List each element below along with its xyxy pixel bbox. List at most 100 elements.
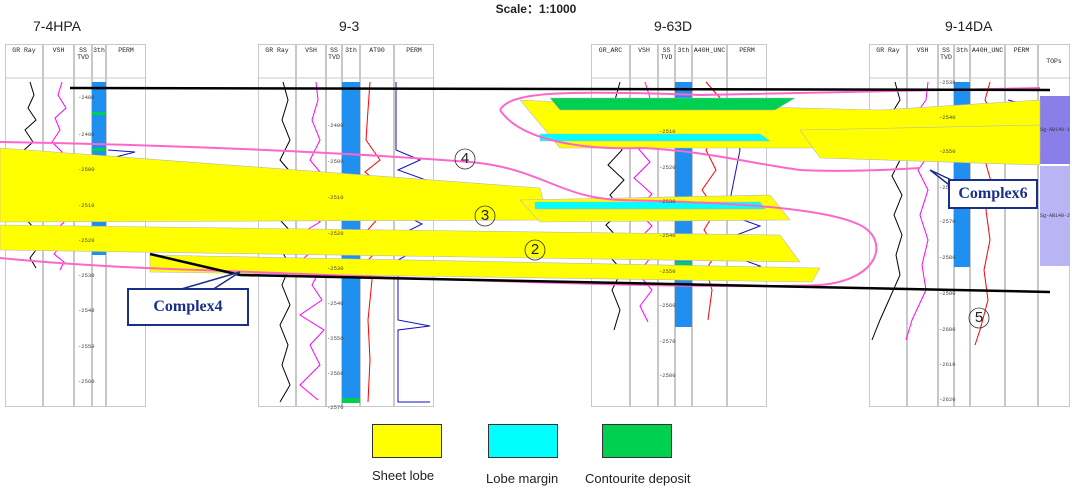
- well4-depth-6: -2590: [939, 290, 956, 297]
- well4-depth-7: -2600: [939, 326, 956, 333]
- well2-track-gr: [258, 44, 296, 407]
- well3-header-vsh: VSH: [638, 47, 650, 54]
- well1-header-gr: GR Ray: [12, 47, 36, 54]
- well1-header-tvd: SS TVD: [77, 47, 89, 61]
- well4-header-3th: 3th: [956, 47, 968, 54]
- well4-depth-9: -2620: [939, 396, 956, 403]
- circle-5: [968, 307, 990, 329]
- well-name-7-4hpa: 7-4HPA: [33, 18, 81, 34]
- well2-header-at90: AT90: [369, 47, 385, 54]
- well3-header-gr: GR_ARC: [598, 47, 623, 54]
- well1-header-perm: PERM: [118, 47, 134, 54]
- well1-depth-3: -2510: [78, 202, 95, 209]
- well2-perm-curve: [395, 82, 431, 403]
- well4-track-gr: [869, 44, 907, 407]
- well2-track-tvd: [326, 44, 342, 407]
- well1-depth-8: -2560: [78, 378, 95, 385]
- well3-header-a40h: A40H_UNC: [693, 47, 726, 54]
- legend-label-lobe-margin: Lobe margin: [486, 471, 559, 486]
- complex6-callout: Complex6: [948, 179, 1038, 209]
- contourite-1: [549, 97, 797, 111]
- well2-depth-5: -2540: [327, 300, 344, 307]
- legend-swatch-lobe-margin: [488, 424, 558, 458]
- well2-depth-4: -2530: [327, 265, 344, 272]
- well2-track-perm: [394, 44, 434, 407]
- well1-depth-5: -2530: [78, 272, 95, 279]
- well-name-9-14da: 9-14DA: [945, 18, 993, 34]
- well2-header-perm: PERM: [406, 47, 422, 54]
- well2-depth-2: -2510: [327, 194, 344, 201]
- well4-depth-4: -2570: [939, 218, 956, 225]
- well4-depth-3: -2560: [939, 184, 956, 191]
- legend-swatch-sheet-lobe: [372, 424, 442, 458]
- sheet-lobe-3: [149, 254, 821, 283]
- well2-header-tvd: SS TVD: [328, 47, 340, 61]
- well1-depth-2: -2500: [78, 166, 95, 173]
- lobe-margin-2: [534, 201, 766, 210]
- well2-depth-0: -2490: [327, 122, 344, 129]
- well1-track-perm: [106, 44, 146, 407]
- well1-track-tvd: [74, 44, 92, 407]
- tops-block-1: [1040, 96, 1070, 164]
- well3-depth-1: -2520: [659, 164, 676, 171]
- complex4-callout: Complex4: [127, 288, 249, 326]
- legend-label-sheet-lobe: Sheet lobe: [372, 468, 435, 483]
- scale-title: Scale：1:1000: [495, 2, 577, 16]
- well4-header-tvd: SS TVD: [940, 47, 952, 61]
- well4-depth-0: -2530: [939, 79, 956, 86]
- legend-swatch-contourite: [602, 424, 672, 458]
- circle-3: [474, 205, 496, 227]
- well2-depth-7: -2560: [327, 370, 344, 377]
- well1-depth-7: -2550: [78, 343, 95, 350]
- well1-header-vsh: VSH: [52, 47, 65, 54]
- lobe-margin-1: [539, 133, 771, 142]
- well2-header-3th: 3th: [345, 47, 357, 54]
- well2-depth-1: -2500: [327, 158, 344, 165]
- legend-label-contourite: Contourite deposit: [585, 471, 691, 486]
- sheet-lobe-2: [0, 224, 801, 263]
- well1-depth-6: -2540: [78, 307, 95, 314]
- sheet-lobe-5: [799, 124, 1041, 166]
- well3-header-perm: PERM: [739, 47, 755, 54]
- well4-depth-1: -2540: [939, 114, 956, 121]
- well4-header-gr: GR Ray: [876, 47, 900, 54]
- well-name-9-3: 9-3: [339, 18, 360, 34]
- well3-depth-2: -2530: [659, 198, 676, 205]
- well2-track-at90: [360, 44, 394, 407]
- well2-header-gr: GR Ray: [265, 47, 289, 54]
- well3-depth-3: -2540: [659, 232, 676, 239]
- well4-header-vsh: VSH: [916, 47, 929, 54]
- label-3: 3: [480, 207, 490, 224]
- label-4: 4: [460, 150, 470, 167]
- well3-header-tvd: SS TVD: [660, 47, 673, 61]
- well3-depth-5: -2560: [659, 302, 676, 309]
- well2-depth-6: -2550: [327, 335, 344, 342]
- well4-header-a40h: A40H_UNC: [971, 47, 1004, 54]
- well4-header-perm: PERM: [1013, 47, 1030, 54]
- well3-depth-4: -2550: [659, 268, 676, 275]
- well3-depth-7: -2580: [659, 372, 676, 379]
- tops-label-2: Sg-AB140-2: [1040, 213, 1071, 219]
- label-2: 2: [530, 241, 540, 258]
- well3-depth-0: -2510: [659, 128, 676, 135]
- well4-header-tops: TOPs: [1046, 58, 1062, 65]
- lower-boundary-line: [149, 252, 1051, 294]
- well1-depth-4: -2520: [78, 237, 95, 244]
- upper-boundary-line: [69, 86, 1051, 92]
- circle-2: [524, 239, 546, 261]
- well1-depth-0: -2480: [78, 94, 95, 101]
- well4-depth-2: -2550: [939, 148, 956, 155]
- well4-depth-8: -2610: [939, 361, 956, 368]
- well1-depth-1: -2490: [78, 131, 95, 138]
- well3-depth-6: -2570: [659, 338, 676, 345]
- well1-header-3th: 3th: [93, 47, 105, 54]
- complex-6-outline: [499, 87, 1041, 172]
- well2-depth-8: -2570: [327, 404, 344, 411]
- tops-block-2: [1040, 166, 1070, 266]
- well3-header-3th: 3th: [677, 47, 690, 54]
- label-5: 5: [974, 309, 984, 326]
- well4-depth-5: -2580: [939, 254, 956, 261]
- well2-depth-3: -2520: [327, 230, 344, 237]
- tops-label-1: Sg-AB140-1: [1040, 127, 1071, 133]
